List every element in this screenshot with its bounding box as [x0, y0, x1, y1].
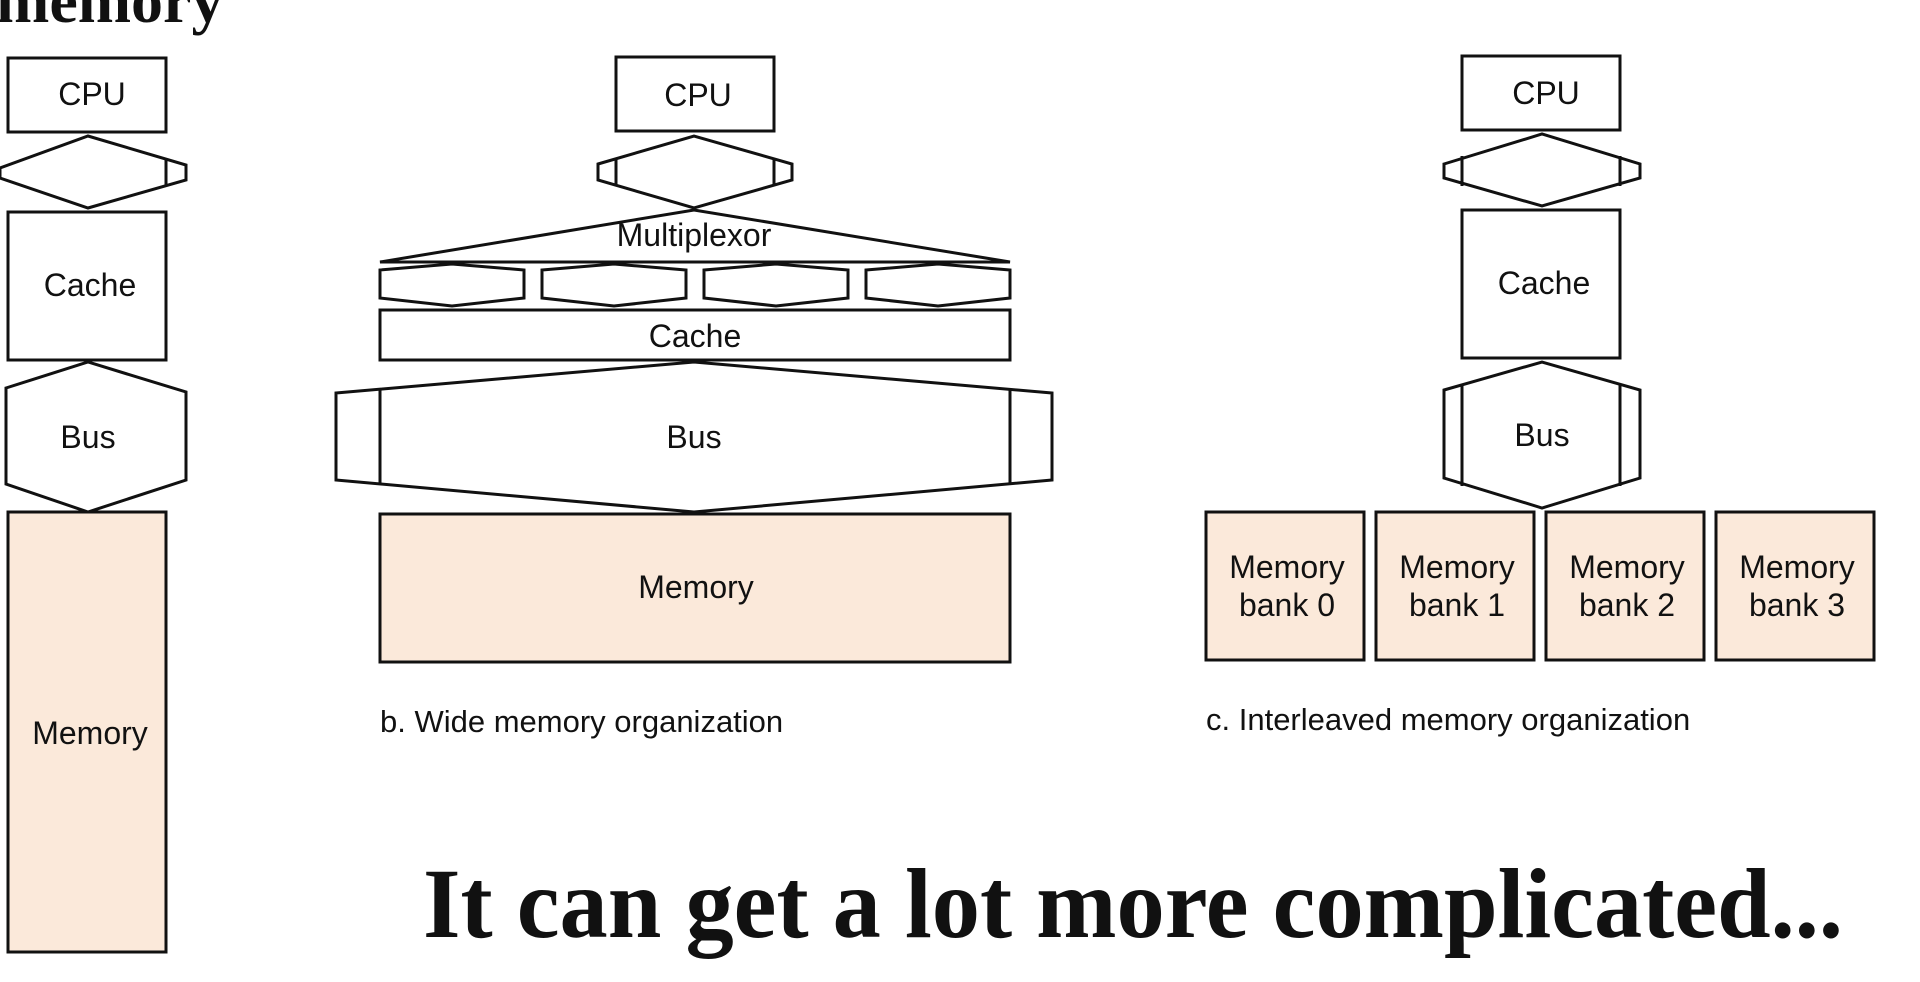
b-mux-link-3	[864, 262, 1012, 308]
b-memory-box	[378, 512, 1012, 664]
c-cache-box	[1460, 208, 1622, 360]
diagram-a-one-word-wide: CPU Cache Bus Memory	[0, 56, 188, 954]
b-memory-label: Memory	[638, 569, 754, 605]
c-memory-bank-2-line2: bank 2	[1579, 587, 1675, 623]
c-memory-bank-0-box	[1204, 510, 1366, 662]
c-cpu-cache-link	[1442, 132, 1642, 208]
slide-headline: It can get a lot more complicated...	[423, 848, 1843, 959]
c-memory-bank-1: Memory bank 1	[1374, 510, 1536, 662]
c-bus-label: Bus	[1514, 417, 1569, 453]
c-caption: c. Interleaved memory organization	[1206, 702, 1690, 737]
a-cache-label: Cache	[44, 267, 137, 303]
c-memory-bank-1-line1: Memory	[1399, 549, 1515, 585]
c-cpu-label: CPU	[1512, 75, 1580, 111]
a-cpu-cache-link	[0, 134, 188, 210]
slide-heading-fragment: memory	[0, 0, 223, 36]
b-multiplexor	[379, 208, 1011, 264]
c-memory-bank-0: Memory bank 0	[1204, 510, 1366, 662]
b-caption: b. Wide memory organization	[380, 704, 783, 739]
c-memory-bank-2: Memory bank 2	[1544, 510, 1706, 662]
b-cpu-box	[614, 55, 776, 133]
a-cache-box	[6, 210, 168, 362]
c-cpu-box	[1460, 54, 1622, 132]
c-cache-label: Cache	[1498, 265, 1591, 301]
a-memory-box	[6, 510, 168, 954]
b-bus-label: Bus	[666, 419, 721, 455]
diagram-c-interleaved-memory: CPU Cache Bus Memory bank 0 Memory bank …	[1204, 54, 1876, 737]
b-mux-cache-links	[378, 262, 1012, 308]
a-bus	[4, 360, 188, 514]
b-mux-link-2	[702, 262, 850, 308]
b-cpu-mux-link	[596, 134, 794, 210]
b-multiplexor-label: Multiplexor	[617, 217, 772, 253]
c-bus	[1442, 360, 1642, 510]
b-cpu-label: CPU	[664, 77, 732, 113]
c-memory-bank-3-line2: bank 3	[1749, 587, 1845, 623]
c-memory-bank-1-line2: bank 1	[1409, 587, 1505, 623]
c-memory-bank-2-line1: Memory	[1569, 549, 1685, 585]
a-bus-label: Bus	[60, 419, 115, 455]
a-memory-label: Memory	[32, 715, 148, 751]
c-memory-bank-3: Memory bank 3	[1714, 510, 1876, 662]
b-bus	[334, 360, 1054, 514]
c-memory-bank-1-box	[1374, 510, 1536, 662]
c-memory-bank-0-line2: bank 0	[1239, 587, 1335, 623]
c-memory-bank-2-box	[1544, 510, 1706, 662]
c-memory-bank-0-line1: Memory	[1229, 549, 1345, 585]
c-memory-bank-3-box	[1714, 510, 1876, 662]
diagram-b-wide-memory: CPU Multiplexor Cache Bus Memory b. Wide…	[334, 55, 1054, 739]
a-cpu-label: CPU	[58, 76, 126, 112]
b-mux-link-1	[540, 262, 688, 308]
b-mux-link-0	[378, 262, 526, 308]
c-memory-bank-3-line1: Memory	[1739, 549, 1855, 585]
a-cpu-box	[6, 56, 168, 134]
b-cache-box	[378, 308, 1012, 362]
b-cache-label: Cache	[649, 318, 742, 354]
